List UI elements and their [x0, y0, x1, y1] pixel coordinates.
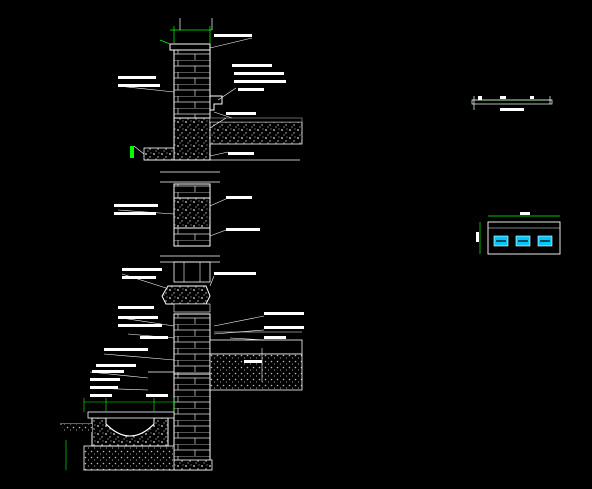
top-dimension — [159, 18, 213, 45]
detail-small-profile — [471, 96, 553, 111]
roof-slab-extension — [209, 121, 303, 145]
drainage-gutter — [60, 398, 175, 471]
window-sill — [161, 261, 211, 313]
parapet-brick-wall — [173, 49, 211, 119]
right-note-text — [214, 34, 304, 363]
foundation-footing — [169, 459, 213, 471]
middle-wall — [160, 171, 220, 263]
lower-brick-wall — [173, 313, 211, 375]
right-annotations — [209, 37, 265, 382]
roof-insulation — [209, 117, 303, 123]
parapet-wall — [143, 43, 303, 161]
sill-stone — [161, 285, 211, 305]
ceiling-soffit — [143, 147, 175, 161]
lower-wall — [148, 313, 303, 471]
floor-fill — [209, 353, 303, 391]
mid-brick-lower — [173, 227, 211, 247]
foundation-brick — [173, 373, 211, 471]
gutter-dimension — [65, 398, 175, 470]
drip-edge — [210, 95, 223, 111]
roof-slab-concrete — [173, 117, 211, 161]
left-annotations — [89, 85, 175, 391]
detail-panel — [476, 212, 561, 255]
mid-brick-upper — [173, 183, 211, 199]
gutter-cover-grate — [87, 411, 175, 419]
gutter-channel — [91, 417, 169, 447]
parapet-cap — [169, 43, 211, 51]
mid-concrete-band — [173, 197, 211, 229]
floor-slab — [209, 339, 303, 355]
gutter-base — [83, 445, 175, 471]
left-note-text — [90, 76, 168, 397]
